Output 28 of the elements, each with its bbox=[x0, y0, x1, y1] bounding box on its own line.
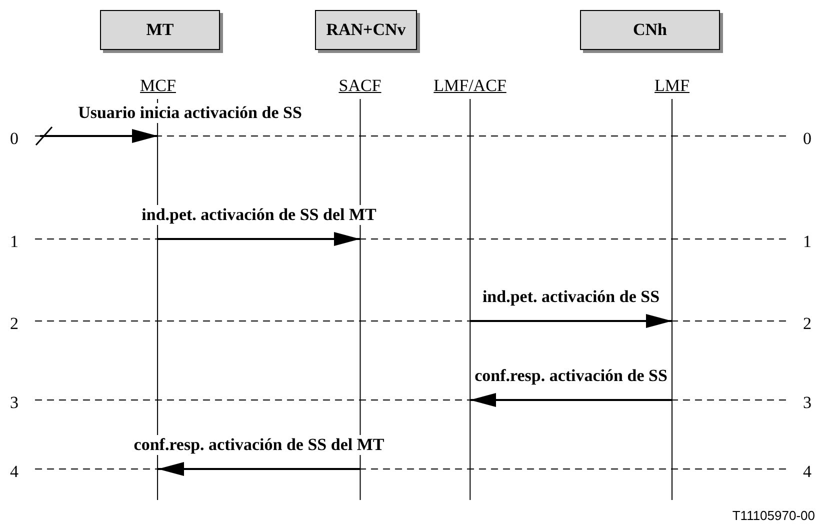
entity-box: RAN+CNv bbox=[315, 10, 417, 50]
message-label: conf.resp. activación de SS bbox=[474, 366, 668, 386]
message-arrow bbox=[470, 314, 672, 328]
row-number: 4 bbox=[10, 462, 18, 482]
message-label: ind.pet. activación de SS bbox=[482, 287, 660, 307]
function-label: LMF bbox=[654, 76, 690, 96]
row-number: 3 bbox=[10, 393, 18, 413]
row-number: 4 bbox=[803, 462, 812, 482]
entity-box: MT bbox=[100, 10, 220, 50]
message-label: ind.pet. activación de SS del MT bbox=[142, 205, 376, 225]
entity-box: CNh bbox=[580, 10, 720, 50]
message-label: conf.resp. activación de SS del MT bbox=[134, 435, 384, 455]
row-number: 0 bbox=[803, 129, 812, 149]
row-number: 0 bbox=[10, 129, 18, 149]
figure-code: T11105970-00 bbox=[732, 508, 815, 523]
function-label: LMF/ACF bbox=[434, 76, 506, 96]
message-arrow bbox=[35, 126, 158, 146]
function-label: SACF bbox=[338, 76, 382, 96]
row-number: 1 bbox=[803, 232, 812, 252]
message-arrow bbox=[158, 232, 360, 246]
row-number: 2 bbox=[803, 314, 812, 334]
message-arrow bbox=[470, 393, 672, 407]
message-label: Usuario inicia activación de SS bbox=[78, 103, 302, 123]
row-number: 2 bbox=[10, 314, 18, 334]
message-arrow bbox=[158, 462, 360, 476]
function-label: MCF bbox=[140, 76, 176, 96]
row-number: 1 bbox=[10, 232, 18, 252]
row-number: 3 bbox=[803, 393, 812, 413]
